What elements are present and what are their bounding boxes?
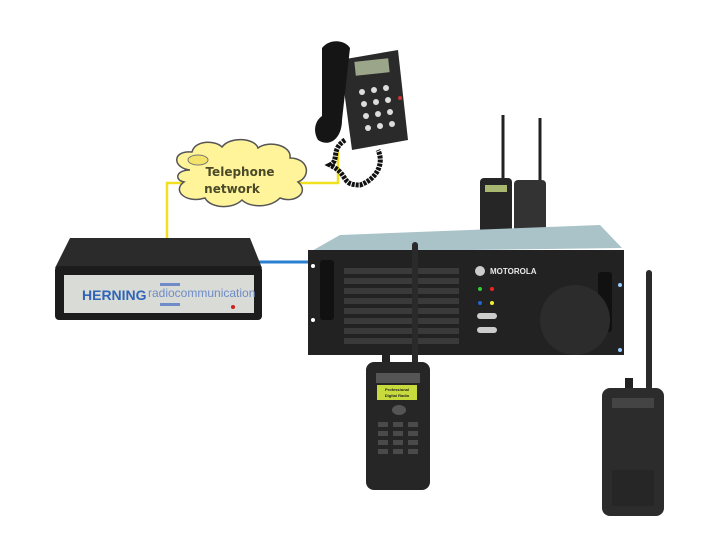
cloud-label-line2: network [204, 182, 261, 196]
portable-radio-pair [480, 115, 546, 235]
cloud-label-line1: Telephone [205, 165, 274, 179]
repeater-brand: MOTOROLA [490, 267, 537, 276]
herning-interface-box: HERNING radiocommunication [55, 238, 262, 320]
motorola-repeater: MOTOROLA [308, 225, 624, 355]
repeater-vent-grille [344, 268, 459, 344]
herning-subtitle: radiocommunication [148, 286, 255, 300]
phone-handset-icon [187, 154, 209, 166]
radio-display-line1: Professional [385, 387, 409, 392]
portable-radio-keypadless [602, 270, 664, 516]
power-led [231, 305, 235, 309]
desk-telephone [315, 41, 408, 188]
herning-brand: HERNING [82, 287, 147, 303]
motorola-logo-icon [475, 266, 485, 276]
phone-line-to-telephone [300, 150, 340, 185]
telephone-network-cloud: Telephone network [176, 138, 308, 208]
radio-display-line2: Digital Radio [385, 393, 410, 398]
portable-radio-with-display: Professional Digital Radio [366, 242, 430, 490]
